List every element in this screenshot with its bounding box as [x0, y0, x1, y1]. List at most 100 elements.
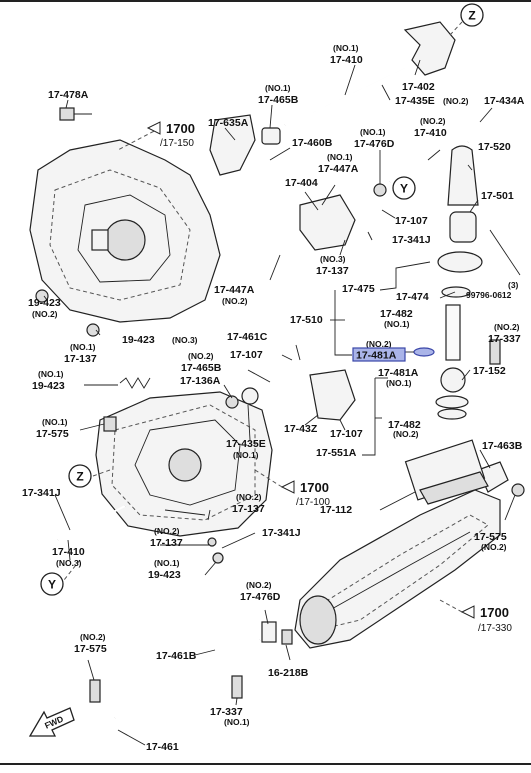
label-17-501[interactable]: 17-501 [481, 190, 514, 202]
label-17-137-no3[interactable]: 17-137 [316, 265, 349, 277]
label-17-43z[interactable]: 17-43Z [284, 423, 318, 435]
label-17-476d-no2[interactable]: 17-476D [240, 591, 281, 603]
label-17-460b[interactable]: 17-460B [292, 137, 333, 149]
svg-text:(NO.2): (NO.2) [393, 429, 419, 439]
svg-text:(NO.2): (NO.2) [481, 542, 507, 552]
label-17-465b-no1[interactable]: 17-465B [258, 94, 299, 106]
label-19-423-no2[interactable]: 19-423 [28, 297, 61, 309]
label-17-475[interactable]: 17-475 [342, 283, 375, 295]
svg-text:1700: 1700 [300, 480, 329, 495]
label-17-482-no2[interactable]: 17-482 [388, 419, 421, 431]
ref-1700-17-330[interactable]: 1700 /17-330 [460, 605, 512, 634]
label-17-447a-no2[interactable]: 17-447A [214, 284, 255, 296]
ref-1700-17-100[interactable]: 1700 /17-100 [280, 480, 330, 508]
label-17-107-c[interactable]: 17-107 [230, 349, 263, 361]
label-17-137-no1[interactable]: 17-137 [64, 353, 97, 365]
label-17-410-no2[interactable]: 17-410 [414, 127, 447, 139]
label-99796-0612[interactable]: 99796-0612 [466, 290, 512, 300]
svg-text:Y: Y [400, 182, 408, 196]
label-17-461[interactable]: 17-461 [146, 741, 179, 753]
label-17-447a-no1[interactable]: 17-447A [318, 163, 359, 175]
label-17-478a[interactable]: 17-478A [48, 89, 89, 101]
label-17-575-no1[interactable]: 17-575 [36, 428, 69, 440]
shift-rods [57, 54, 469, 720]
svg-text:/17-150: /17-150 [160, 138, 194, 149]
label-17-434a[interactable]: 17-434A [484, 95, 525, 107]
svg-text:(NO.1): (NO.1) [70, 342, 96, 352]
svg-text:Y: Y [48, 578, 56, 592]
label-17-482-no1[interactable]: 17-482 [380, 308, 413, 320]
shift-forks [209, 21, 456, 421]
label-17-575-no2b[interactable]: 17-575 [74, 643, 107, 655]
label-17-476d-no1[interactable]: 17-476D [354, 138, 395, 150]
label-17-404[interactable]: 17-404 [285, 177, 318, 189]
label-17-463b[interactable]: 17-463B [482, 440, 523, 452]
label-17-461b[interactable]: 17-461B [156, 650, 197, 662]
label-19-423-no1b[interactable]: 19-423 [148, 569, 181, 581]
label-17-465b-no2[interactable]: 17-465B [181, 362, 222, 374]
label-17-341j-b[interactable]: 17-341J [22, 487, 61, 499]
svg-text:(NO.2): (NO.2) [222, 296, 248, 306]
svg-text:(NO.2): (NO.2) [32, 309, 58, 319]
label-17-341j-a[interactable]: 17-341J [392, 234, 431, 246]
svg-text:(NO.1): (NO.1) [386, 378, 412, 388]
label-17-435e-no2[interactable]: 17-435E [395, 95, 435, 107]
label-17-137-no2b[interactable]: 17-137 [150, 537, 183, 549]
label-17-635a[interactable]: 17-635A [208, 117, 249, 129]
label-19-423-no3[interactable]: 19-423 [122, 334, 155, 346]
label-17-341j-c[interactable]: 17-341J [262, 527, 301, 539]
ring-17-481a-no2[interactable] [413, 347, 435, 357]
label-17-435e-no1[interactable]: 17-435E [226, 438, 266, 450]
svg-text:(NO.1): (NO.1) [224, 717, 250, 727]
svg-text:Z: Z [76, 470, 83, 484]
label-17-481a-no1[interactable]: 17-481A [378, 367, 419, 379]
svg-text:(NO.1): (NO.1) [265, 83, 291, 93]
svg-text:(NO.1): (NO.1) [384, 319, 410, 329]
svg-text:(NO.2): (NO.2) [80, 632, 106, 642]
svg-text:(NO.3): (NO.3) [320, 254, 346, 264]
marker-z-left: Z [68, 464, 92, 488]
svg-text:(NO.2): (NO.2) [188, 351, 214, 361]
svg-text:(NO.1): (NO.1) [327, 152, 353, 162]
label-17-337-no2[interactable]: 17-337 [488, 333, 521, 345]
extension-housing [294, 489, 501, 649]
label-17-402[interactable]: 17-402 [402, 81, 435, 93]
group-brackets [330, 261, 431, 456]
fwd-arrow: FWD [28, 707, 75, 737]
marker-z-top: Z [460, 3, 484, 27]
label-17-152[interactable]: 17-152 [473, 365, 506, 377]
label-17-136a[interactable]: 17-136A [180, 375, 221, 387]
ref-1700-17-150[interactable]: 1700 /17-150 [146, 121, 195, 149]
label-17-520[interactable]: 17-520 [478, 141, 511, 153]
svg-text:/17-100: /17-100 [296, 497, 330, 508]
label-16-218b[interactable]: 16-218B [268, 667, 309, 679]
label-17-551a[interactable]: 17-551A [316, 447, 357, 459]
label-17-481a-no2[interactable]: 17-481A [356, 350, 397, 362]
label-17-474[interactable]: 17-474 [396, 291, 429, 303]
svg-text:(3): (3) [508, 280, 519, 290]
label-17-112[interactable]: 17-112 [320, 504, 352, 516]
label-19-423-no1[interactable]: 19-423 [32, 380, 65, 392]
label-17-337-no1[interactable]: 17-337 [210, 706, 243, 718]
svg-text:(NO.2): (NO.2) [236, 492, 262, 502]
label-17-107-a[interactable]: 17-107 [395, 215, 428, 227]
label-17-107-d[interactable]: 17-107 [330, 428, 363, 440]
svg-text:(NO.3): (NO.3) [56, 558, 82, 568]
label-17-575-no2[interactable]: 17-575 [474, 531, 507, 543]
label-17-461c[interactable]: 17-461C [227, 331, 268, 343]
clutch-housing [29, 139, 221, 323]
shift-lever-assembly [404, 145, 489, 505]
svg-text:(NO.2): (NO.2) [154, 526, 180, 536]
label-17-510[interactable]: 17-510 [290, 314, 323, 326]
svg-text:(NO.1): (NO.1) [42, 417, 68, 427]
svg-text:(NO.1): (NO.1) [233, 450, 259, 460]
label-17-410-no3[interactable]: 17-410 [52, 546, 85, 558]
svg-text:/17-330: /17-330 [478, 623, 512, 634]
svg-text:(NO.1): (NO.1) [38, 369, 64, 379]
svg-text:1700: 1700 [166, 121, 195, 136]
main-case [95, 391, 273, 537]
label-17-137-no2a[interactable]: 17-137 [232, 503, 265, 515]
label-17-410-no1[interactable]: 17-410 [330, 54, 363, 66]
